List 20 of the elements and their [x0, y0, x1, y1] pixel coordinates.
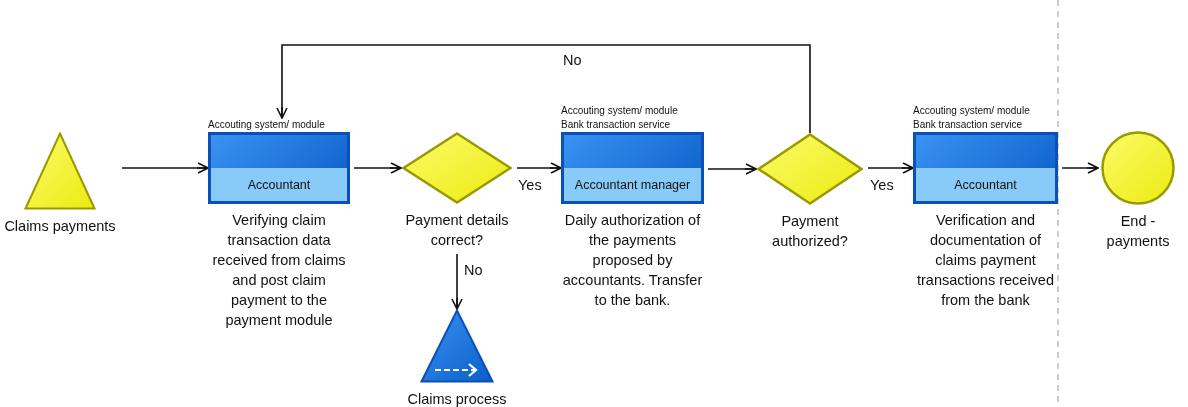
- role-label: Accountant: [211, 168, 347, 201]
- step-description: End - payments: [1105, 212, 1171, 251]
- resource-annotation: Accouting system/ module: [561, 104, 678, 117]
- resource-annotation: Accouting system/ module: [208, 118, 325, 131]
- step-description: Payment details correct?: [404, 211, 510, 250]
- edge-label: No: [463, 262, 484, 278]
- step-description: Verification and documentation of claims payment transactions received from the bank: [916, 211, 1055, 310]
- step-description: Daily authorization of the payments proposed by accountants. Transfer to the bank.: [561, 211, 704, 310]
- role-label: Accountant: [916, 168, 1055, 201]
- edge-label: No: [562, 52, 583, 68]
- step-description: Verifying claim transaction data received from claims and post claim payment to the payment module: [211, 211, 347, 330]
- resource-annotation: Accouting system/ module: [913, 104, 1030, 117]
- resource-annotation: Bank transaction service: [561, 118, 670, 131]
- edge-label: Yes: [517, 177, 543, 193]
- step-description: Payment authorized?: [771, 212, 849, 251]
- step-description: Claims process: [407, 390, 507, 407]
- step-description: Claims payments: [4, 217, 116, 236]
- resource-annotation: Bank transaction service: [913, 118, 1022, 131]
- role-label: Accountant manager: [564, 168, 701, 201]
- edge-label: Yes: [869, 177, 895, 193]
